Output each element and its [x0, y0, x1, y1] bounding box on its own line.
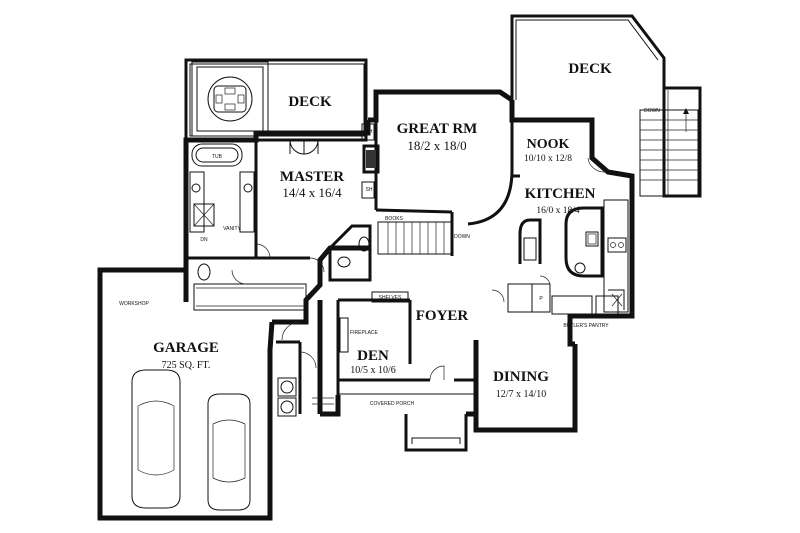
deck-down-label: DOWN	[644, 108, 660, 114]
deck-stairs	[639, 90, 699, 197]
deck-left-label: DECK	[288, 94, 332, 110]
books-label: BOOKS	[385, 216, 403, 222]
car-right	[207, 393, 251, 511]
kitchen-dim: 16/0 x 18/4	[536, 206, 580, 216]
interior-walls	[186, 120, 629, 417]
foyer-label: FOYER	[416, 308, 469, 324]
fireplace-label: FIREPLACE	[350, 330, 378, 336]
stair-down-label: DOWN	[454, 234, 470, 240]
den-dim: 10/5 x 10/6	[350, 365, 396, 376]
room-labels: DECK DECK GREAT RM 18/2 x 18/0 NOOK 10/1…	[153, 61, 612, 400]
fixture-notes: TUB VANITY WORKSHOP FIREPLACE SHELVES CO…	[119, 108, 660, 407]
dining-label: DINING	[493, 369, 549, 385]
dn-label: DN	[200, 237, 208, 243]
garage-dim: 725 SQ. FT.	[162, 360, 211, 371]
sh-label-1: SH	[366, 129, 373, 135]
door-swings	[231, 157, 605, 381]
great-room-dim: 18/2 x 18/0	[407, 138, 466, 153]
deck-right-label: DECK	[568, 61, 612, 77]
shelves-label: SHELVES	[379, 295, 402, 301]
garage-label: GARAGE	[153, 340, 219, 356]
sh-label-2: SH	[366, 187, 373, 193]
master-dim: 14/4 x 16/4	[282, 185, 342, 200]
butlers-pantry-label: BUTLER'S PANTRY	[563, 323, 609, 329]
left-deck	[184, 58, 368, 142]
vanity-label: VANITY	[223, 226, 241, 232]
right-deck	[510, 14, 702, 198]
den-label: DEN	[357, 348, 389, 364]
kitchen-label: KITCHEN	[525, 186, 596, 202]
car-left	[131, 369, 181, 509]
master-label: MASTER	[280, 169, 344, 185]
covered-porch-label: COVERED PORCH	[370, 401, 415, 407]
pantry-p-label: P	[539, 296, 543, 302]
nook-label: NOOK	[527, 137, 570, 152]
dining-dim: 12/7 x 14/10	[496, 389, 547, 400]
nook-dim: 10/10 x 12/8	[524, 154, 572, 164]
great-room-label: GREAT RM	[397, 121, 478, 137]
main-stairs	[377, 212, 454, 256]
workshop-label: WORKSHOP	[119, 301, 149, 307]
tub-label: TUB	[212, 154, 223, 160]
